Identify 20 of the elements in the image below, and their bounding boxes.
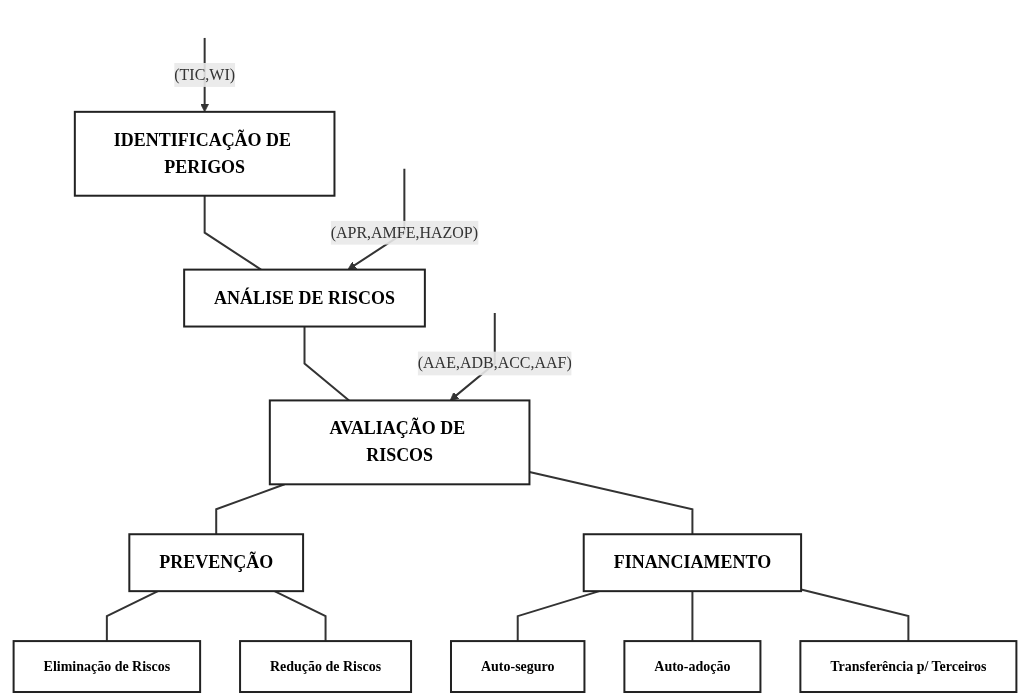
edge-label: (TIC,WI) [174, 65, 236, 83]
connector [105, 590, 159, 643]
node-box: Auto-seguro [450, 640, 586, 693]
connector [800, 588, 910, 643]
node-box: PREVENÇÃO [128, 533, 305, 593]
node-box: AVALIAÇÃO DE RISCOS [268, 399, 531, 486]
node-box: FINANCIAMENTO [582, 533, 803, 593]
connector [303, 325, 351, 402]
node-box: Eliminação de Riscos [12, 640, 202, 693]
connector [215, 483, 286, 536]
connector [691, 590, 694, 643]
node-box: ANÁLISE DE RISCOS [183, 268, 426, 328]
node-box: IDENTIFICAÇÃO DE PERIGOS [73, 110, 336, 197]
node-box: Redução de Riscos [239, 640, 413, 693]
node-box: Transferência p/ Terceiros [799, 640, 1018, 693]
edge-label: (APR,AMFE,HAZOP) [330, 223, 479, 241]
connector [273, 590, 327, 643]
connector [203, 194, 263, 271]
node-box: Auto-adoção [623, 640, 762, 693]
edge-label: (AAE,ADB,ACC,AAF) [417, 354, 572, 372]
